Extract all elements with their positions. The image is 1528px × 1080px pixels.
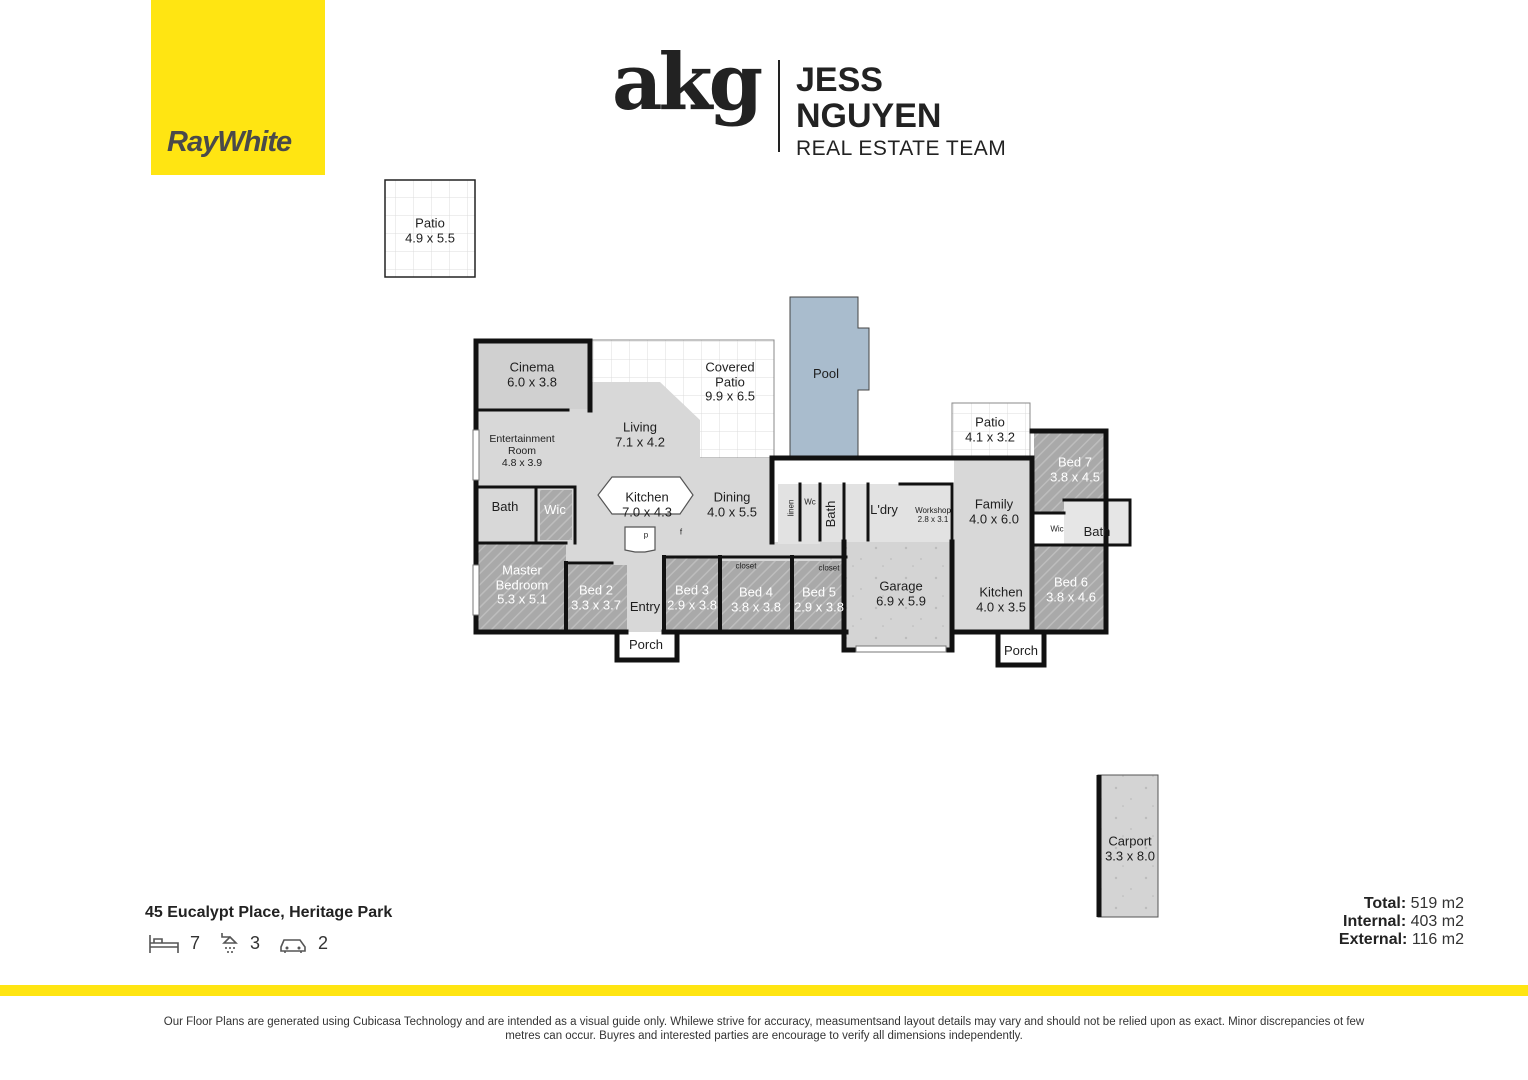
bed4-area: [722, 561, 791, 631]
car-icon: [280, 939, 306, 953]
services-area: [778, 484, 950, 544]
bed5-area: [793, 561, 844, 631]
label-porch1: Porch: [629, 636, 663, 652]
team-name: JESS NGUYEN: [796, 62, 941, 134]
property-address: 45 Eucalypt Place, Heritage Park: [145, 904, 393, 921]
label-fridge: f: [679, 527, 683, 537]
area-totals: Total: 519 m2 Internal: 403 m2 External:…: [1339, 895, 1464, 949]
label-bath1: Bath: [491, 498, 519, 514]
patio-right-area: [951, 402, 1031, 461]
team-name-line2: NGUYEN: [796, 97, 942, 135]
raywhite-logo: RayWhite: [151, 0, 325, 175]
raywhite-logo-text: RayWhite: [167, 126, 292, 158]
team-name-line1: JESS: [796, 61, 883, 99]
kitchen-bench: [624, 526, 656, 553]
bed3-area: [664, 558, 721, 631]
label-pantry: p: [643, 530, 649, 540]
label-linen: linen: [786, 499, 796, 517]
internal-label: Internal:: [1343, 913, 1407, 930]
footer-yellow-bar: [0, 985, 1528, 996]
kitchen-island: [597, 476, 694, 515]
family-wing-floor: [954, 460, 1032, 630]
master-bedroom-area: [478, 543, 566, 631]
label-closet2: closet: [818, 563, 840, 573]
bed-icon: [149, 935, 179, 953]
external-value: 116 m2: [1411, 931, 1464, 948]
label-bath2: Bath: [822, 500, 838, 528]
disclaimer-text: Our Floor Plans are generated using Cubi…: [163, 1016, 1365, 1042]
bed2-area: [567, 565, 627, 631]
internal-value: 403 m2: [1410, 913, 1464, 930]
brand-divider: [778, 60, 780, 152]
cinema-area: [476, 341, 589, 409]
property-features: 7 3 2: [148, 930, 336, 956]
bed6-area: [1034, 545, 1106, 631]
label-wc: Wc: [804, 497, 816, 507]
wic-area: [540, 490, 572, 540]
total-label: Total:: [1363, 895, 1407, 912]
garage-area: [846, 542, 951, 648]
label-closet: closet: [735, 561, 757, 571]
label-wic2: Wic: [1050, 524, 1064, 534]
bath3-area: [1064, 500, 1128, 545]
team-subtitle: REAL ESTATE TEAM: [796, 137, 1007, 160]
beds-count: 7: [190, 932, 201, 953]
label-porch2: Porch: [1004, 642, 1038, 658]
external-label: External:: [1338, 931, 1408, 948]
label-entry: Entry: [629, 598, 661, 614]
label-pool: Pool: [812, 365, 840, 381]
akg-logo: akg: [612, 37, 763, 128]
carport-area: [1097, 774, 1159, 918]
label-wic1: Wic: [544, 501, 566, 517]
label-bath3: Bath: [1083, 523, 1111, 539]
label-ldry: L'dry: [870, 501, 898, 517]
baths-count: 3: [250, 932, 261, 953]
patio-top-area: [384, 179, 476, 278]
cars-count: 2: [318, 932, 329, 953]
shower-icon: [221, 933, 238, 953]
total-value: 519 m2: [1410, 895, 1464, 912]
windows: [472, 429, 947, 653]
